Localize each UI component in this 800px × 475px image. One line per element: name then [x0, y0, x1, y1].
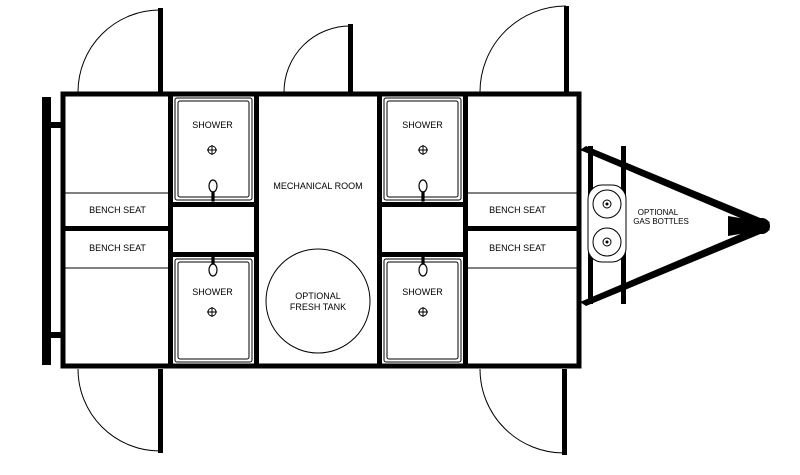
fresh-tank-label-line1: OPTIONAL — [295, 291, 341, 301]
shower-label-bottom-left: SHOWER — [192, 287, 233, 297]
gas-bottles-label-line1: OPTIONAL — [637, 208, 679, 217]
shower-heads — [208, 179, 428, 277]
door-leaves — [158, 6, 569, 455]
shower-label-bottom-right: SHOWER — [402, 287, 443, 297]
door-top-center — [283, 25, 351, 93]
fresh-tank — [265, 248, 371, 354]
door-top-right — [479, 5, 567, 93]
shower-label-top-left: SHOWER — [192, 120, 233, 130]
shower-label-top-right: SHOWER — [402, 120, 443, 130]
rear-bumper — [42, 97, 63, 365]
gas-bottles-label-line2: GAS BOTTLES — [633, 217, 689, 226]
bench-seat-label-left-lower: BENCH SEAT — [89, 243, 146, 253]
interior-walls — [63, 94, 579, 366]
shower-drains — [207, 145, 428, 317]
bench-seat-label-left-upper: BENCH SEAT — [89, 205, 146, 215]
bench-seat-label-right-upper: BENCH SEAT — [489, 205, 546, 215]
bench-seat-label-right-lower: BENCH SEAT — [489, 243, 546, 253]
door-top-left — [77, 9, 161, 93]
shower-pans — [174, 97, 462, 363]
gas-bottles — [587, 184, 627, 263]
door-bottom-right — [479, 368, 565, 454]
mechanical-room-label: MECHANICAL ROOM — [273, 181, 363, 191]
bench-seat-outlines — [65, 192, 577, 269]
fresh-tank-label-line2: FRESH TANK — [289, 302, 347, 312]
door-bottom-left — [77, 368, 161, 452]
